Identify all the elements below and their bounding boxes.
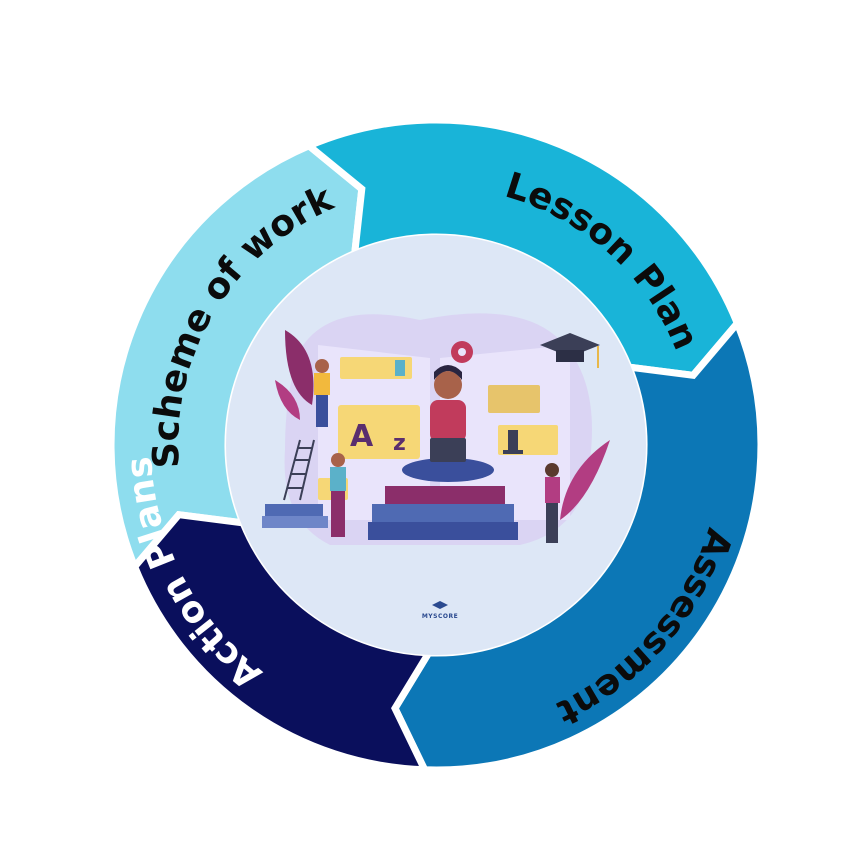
book-stack-center-top	[385, 486, 505, 504]
ladder-icon	[283, 439, 315, 501]
cycle-ring	[107, 116, 765, 774]
az-letter-a: A	[350, 419, 374, 454]
leaf-left-icon	[285, 330, 314, 405]
flask-icon	[395, 360, 405, 376]
leaf-left-small-icon	[275, 380, 300, 420]
card-top-left	[340, 357, 412, 379]
education-study-icon: A z	[262, 313, 610, 620]
card-a-z	[338, 405, 420, 459]
logo-text: MYSCORE	[422, 613, 458, 620]
person-right	[545, 463, 560, 543]
book-stack-left	[265, 504, 323, 516]
gear-icon	[451, 341, 473, 363]
student-figure	[402, 365, 494, 482]
leaf-right-icon	[560, 440, 610, 520]
myscore-logo: MYSCORE	[422, 601, 458, 620]
microscope-icon	[503, 430, 523, 454]
person-top-left	[314, 359, 330, 427]
az-letter-z: z	[393, 431, 406, 456]
book-stack-center-mid	[372, 504, 514, 522]
book-stack-left-2	[262, 516, 328, 528]
card-right-tools	[488, 385, 540, 413]
graduation-cap-icon	[540, 333, 600, 368]
person-bottom-left	[330, 453, 346, 537]
book-stack-center-bottom	[368, 522, 518, 540]
